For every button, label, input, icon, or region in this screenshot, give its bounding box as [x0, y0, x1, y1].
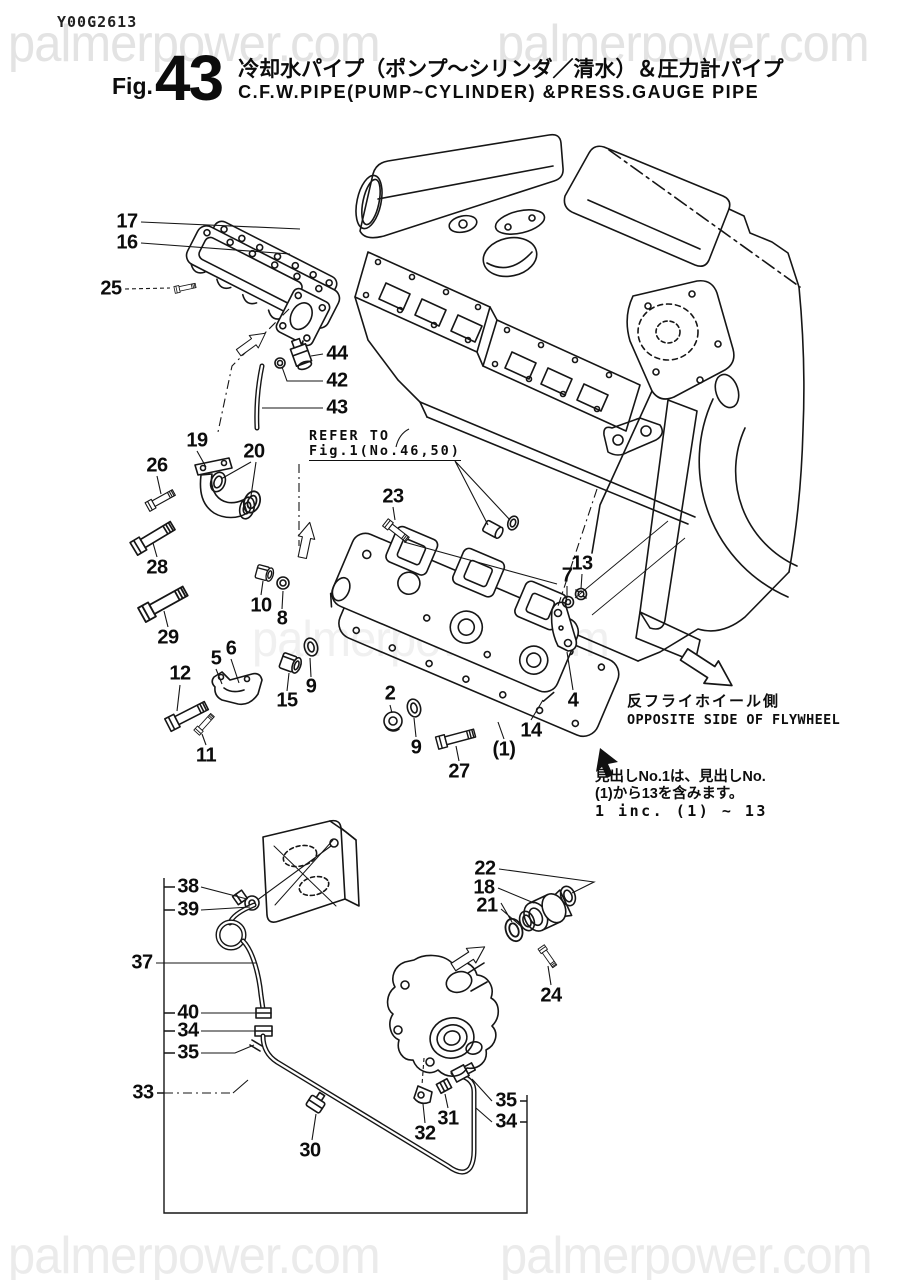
watermark: palmerpower.com	[500, 1227, 873, 1280]
construction-lines	[164, 308, 598, 1094]
callout-21: 21	[476, 894, 498, 917]
callout-12: 12	[169, 662, 191, 685]
callout-9: 9	[410, 736, 422, 759]
callout-34: 34	[495, 1110, 517, 1133]
callout-9: 9	[305, 675, 317, 698]
callout-6: 6	[225, 637, 237, 660]
document-code: Y00G2613	[57, 13, 138, 31]
arrow-to-exchanger-icon	[233, 326, 271, 360]
leader-lines	[124, 221, 686, 1141]
callout-24: 24	[540, 984, 562, 1007]
callout-1: (1)	[492, 738, 516, 761]
figure-title-japanese: 冷却水パイプ（ポンプ～シリンダ／清水）＆圧力計パイプ	[238, 57, 784, 81]
inclusion-note-ja2: (1)から13を含みます。	[595, 785, 744, 802]
callout-44: 44	[326, 342, 348, 365]
callout-2: 2	[384, 682, 396, 705]
figure-title-english: C.F.W.PIPE(PUMP~CYLINDER) &PRESS.GAUGE P…	[238, 81, 760, 102]
flywheel-note-japanese: 反フライホイール側	[627, 693, 781, 710]
flywheel-note: 反フライホイール側 OPPOSITE SIDE OF FLYWHEEL	[627, 690, 840, 728]
callout-25: 25	[100, 277, 122, 300]
refer-note-line1: REFER TO	[309, 428, 391, 444]
callout-16: 16	[116, 231, 138, 254]
engine-block-drawing	[354, 133, 805, 663]
callout-40: 40	[177, 1001, 199, 1024]
callout-14: 14	[520, 719, 542, 742]
callout-18: 18	[473, 876, 495, 899]
gauge-pipe-and-pump-drawing	[215, 819, 579, 1175]
callout-28: 28	[146, 556, 168, 579]
watermark: palmerpower.com	[8, 15, 381, 73]
callout-10: 10	[250, 594, 272, 617]
side-cover-assembly-drawing	[211, 525, 620, 738]
arrow-to-coupling-icon	[448, 939, 490, 975]
watermark: palmerpower.com	[8, 1227, 381, 1280]
refer-note-line2: Fig.1(No.46,50)	[309, 442, 461, 461]
callout-37: 37	[131, 951, 153, 974]
callout-19: 19	[186, 429, 208, 452]
callout-13: 13	[571, 552, 593, 575]
inclusion-note-english: 1 inc. (1) ~ 13	[595, 802, 768, 821]
cooling-pipe-assembly-drawing	[185, 220, 341, 354]
callout-20: 20	[243, 440, 265, 463]
callout-17: 17	[116, 210, 138, 233]
callout-31: 31	[437, 1107, 459, 1130]
inclusion-note: 見出しNo.1は、見出しNo. (1)から13を含みます。 1 inc. (1)…	[595, 769, 768, 820]
callout-32: 32	[414, 1122, 436, 1145]
refer-note: REFER TO Fig.1(No.46,50)	[309, 429, 461, 461]
flywheel-note-english: OPPOSITE SIDE OF FLYWHEEL	[627, 712, 841, 728]
figure-header: Fig. 43 冷却水パイプ（ポンプ～シリンダ／清水）＆圧力計パイプ C.F.W…	[112, 42, 783, 114]
figure-titles: 冷却水パイプ（ポンプ～シリンダ／清水）＆圧力計パイプ C.F.W.PIPE(PU…	[238, 58, 783, 103]
figure-number: 43	[154, 42, 224, 114]
callout-8: 8	[276, 607, 288, 630]
arrow-up-icon	[293, 520, 319, 560]
callout-35: 35	[177, 1041, 199, 1064]
callout-43: 43	[326, 396, 348, 419]
callout-7: 7	[561, 564, 573, 587]
callout-42: 42	[326, 369, 348, 392]
callout-38: 38	[177, 875, 199, 898]
callout-39: 39	[177, 898, 199, 921]
callout-33: 33	[132, 1081, 154, 1104]
pointer-cursor-icon	[596, 748, 618, 778]
callout-22: 22	[474, 857, 496, 880]
callout-4: 4	[567, 689, 579, 712]
callout-27: 27	[448, 760, 470, 783]
callout-11: 11	[195, 744, 217, 767]
bracket-lines	[157, 878, 528, 1214]
callout-15: 15	[276, 689, 298, 712]
callout-5: 5	[210, 647, 222, 670]
figure-label: Fig.	[112, 73, 153, 100]
watermark: palmerpower.com	[497, 15, 870, 73]
flywheel-side-arrow-icon	[675, 642, 741, 698]
callout-26: 26	[146, 454, 168, 477]
callout-29: 29	[157, 626, 179, 649]
inclusion-note-ja1: 見出しNo.1は、見出しNo.	[595, 769, 766, 785]
callout-23: 23	[382, 485, 404, 508]
callout-30: 30	[299, 1139, 321, 1162]
callout-34: 34	[177, 1019, 199, 1042]
elbow-and-fittings-drawing	[194, 337, 313, 520]
callout-35: 35	[495, 1089, 517, 1112]
